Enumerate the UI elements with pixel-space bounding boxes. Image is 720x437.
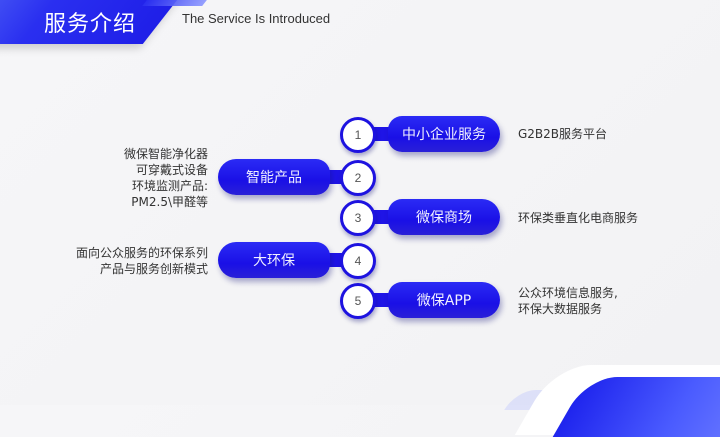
step-3-number-circle: 3 — [340, 200, 376, 236]
step-2-description-line: PM2.5\甲醛等 — [131, 195, 208, 209]
step-3-description-line: 环保类垂直化电商服务 — [518, 211, 639, 225]
page-title: 服务介绍 — [44, 12, 137, 37]
step-2-number: 2 — [354, 171, 362, 185]
step-4-description: 面向公众服务的环保系列 产品与服务创新模式 — [76, 245, 208, 277]
step-3-label: 微保商场 — [416, 210, 472, 226]
step-4-pill: 大环保 — [218, 242, 330, 278]
step-1-label: 中小企业服务 — [402, 127, 486, 143]
step-1-number-circle: 1 — [340, 117, 376, 153]
step-4-number: 4 — [354, 254, 362, 268]
step-4-number-circle: 4 — [340, 243, 376, 279]
step-2-pill: 智能产品 — [218, 159, 330, 195]
step-1-description: G2B2B服务平台 — [518, 126, 607, 142]
step-2-description-line: 环境监测产品: — [131, 179, 208, 193]
step-1-description-line: G2B2B服务平台 — [518, 127, 608, 141]
step-5-description-line: 公众环境信息服务, — [518, 286, 618, 300]
step-2-number-circle: 2 — [340, 160, 376, 196]
step-5-pill: 微保APP — [388, 282, 500, 318]
step-4-description-line: 面向公众服务的环保系列 — [75, 246, 208, 260]
step-2-description-line: 微保智能净化器 — [123, 147, 208, 161]
step-5-number: 5 — [354, 294, 362, 308]
step-5-number-circle: 5 — [340, 283, 376, 319]
step-2-label: 智能产品 — [246, 170, 302, 186]
header-decoration-accent — [142, 0, 218, 6]
step-2-description-line: 可穿戴式设备 — [135, 163, 208, 177]
step-1-number: 1 — [354, 128, 362, 142]
step-2-description: 微保智能净化器 可穿戴式设备 环境监测产品: PM2.5\甲醛等 — [124, 146, 208, 210]
step-4-label: 大环保 — [253, 253, 295, 269]
step-1-pill: 中小企业服务 — [388, 116, 500, 152]
step-5-label: 微保APP — [416, 293, 472, 309]
page-subtitle: The Service Is Introduced — [182, 11, 331, 26]
step-4-description-line: 产品与服务创新模式 — [99, 262, 208, 276]
step-3-pill: 微保商场 — [388, 199, 500, 235]
step-5-description-line: 环保大数据服务 — [518, 302, 603, 316]
step-3-number: 3 — [354, 211, 362, 225]
step-5-description: 公众环境信息服务, 环保大数据服务 — [518, 285, 618, 317]
step-3-description: 环保类垂直化电商服务 — [518, 210, 638, 226]
